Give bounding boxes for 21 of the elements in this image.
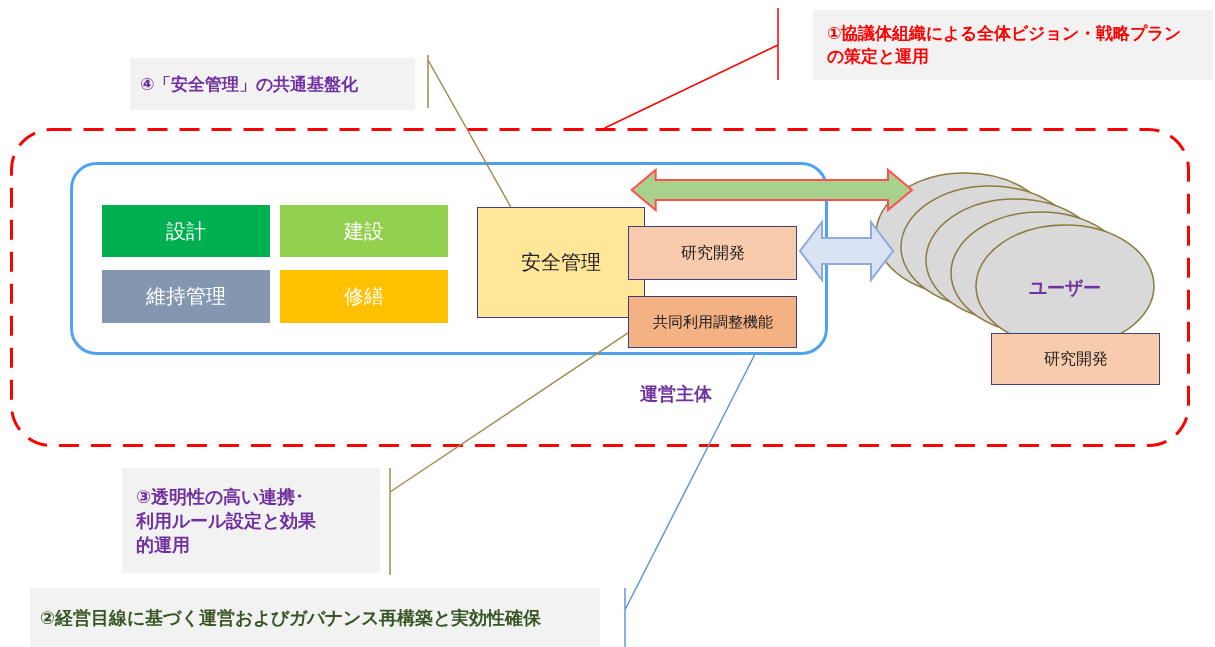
operator-box xyxy=(70,162,828,355)
process-box: 建設 xyxy=(280,205,448,257)
block-arrow xyxy=(798,219,895,283)
dashed-frame xyxy=(10,128,1190,447)
process-box: 安全管理 xyxy=(477,207,645,318)
process-box: 維持管理 xyxy=(102,270,270,323)
leader-line xyxy=(389,332,629,576)
node-caption: 運営主体 xyxy=(640,382,712,406)
process-box: 設計 xyxy=(102,205,270,257)
callout-box: ②経営目線に基づく運営およびガバナンス再構築と実効性確保 xyxy=(30,588,600,647)
leader-line xyxy=(603,7,779,129)
leader-line xyxy=(427,54,512,208)
callout-box: ④「安全管理」の共通基盤化 xyxy=(130,58,415,110)
callout-box: ①協議体組織による全体ビジョン・戦略プランの策定と運用 xyxy=(813,10,1213,80)
process-box: 修繕 xyxy=(280,270,448,323)
callout-box: ③透明性の高い連携･利用ルール設定と効果的運用 xyxy=(122,468,380,573)
process-box: 研究開発 xyxy=(991,333,1160,385)
leader-line xyxy=(624,354,756,647)
process-box: 共同利用調整機能 xyxy=(628,296,797,348)
process-box: 研究開発 xyxy=(628,226,797,280)
block-arrow xyxy=(630,167,914,213)
